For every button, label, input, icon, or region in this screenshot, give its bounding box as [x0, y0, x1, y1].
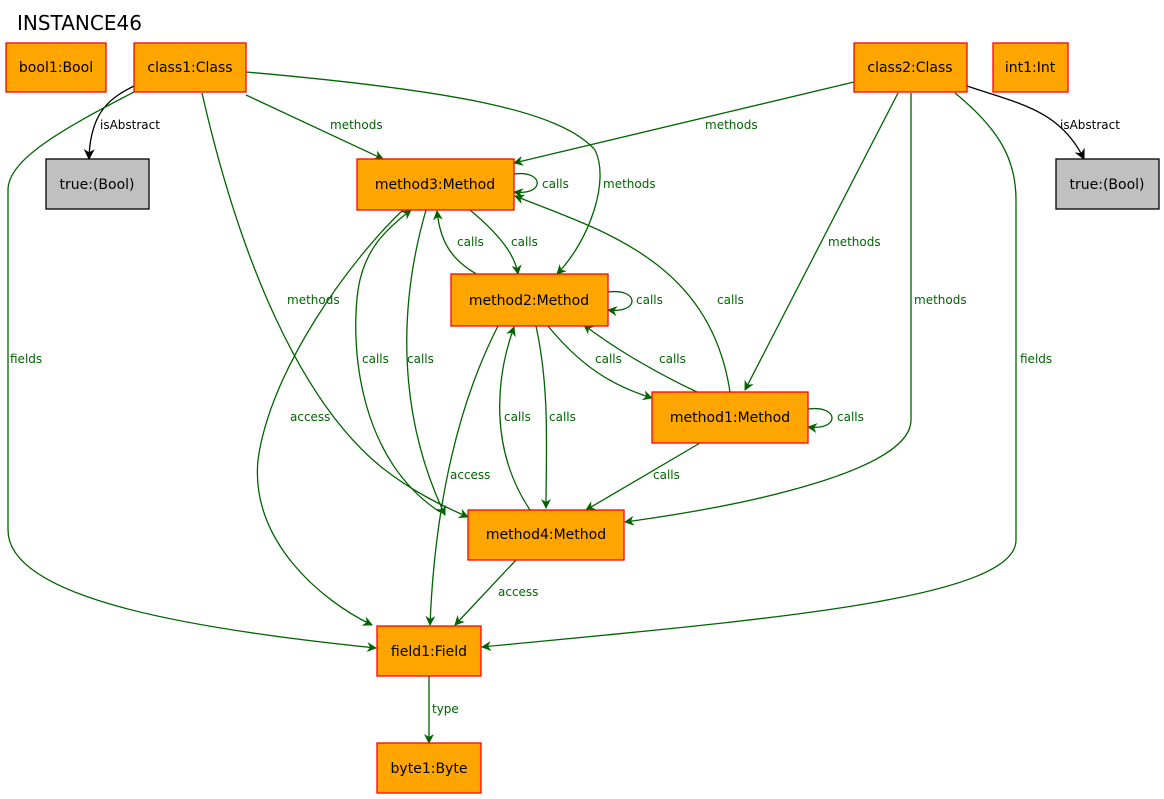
node-field1[interactable]: field1:Field — [376, 625, 482, 677]
edge-label-access: access — [498, 585, 538, 599]
edge-label-calls: calls — [511, 235, 538, 249]
edge-method3-calls-self — [513, 172, 538, 199]
node-method4[interactable]: method4:Method — [467, 509, 625, 561]
edges — [7, 71, 1085, 744]
edge-method3-calls-method4 — [406, 209, 446, 516]
node-label: class2:Class — [867, 60, 952, 76]
node-label: int1:Int — [1005, 60, 1056, 76]
edge-label-methods: methods — [603, 177, 656, 191]
edge-label-methods: methods — [705, 118, 758, 132]
edge-label-calls: calls — [717, 293, 744, 307]
edge-label-calls: calls — [457, 235, 484, 249]
node-true-right[interactable]: true:(Bool) — [1055, 158, 1160, 210]
edge-method4-calls-method3 — [355, 209, 441, 513]
node-method3[interactable]: method3:Method — [356, 158, 515, 211]
edge-class2-methods-method1 — [744, 92, 899, 391]
edge-class2-fields-field1 — [481, 92, 1017, 652]
node-class2[interactable]: class2:Class — [853, 42, 968, 93]
edge-class2-methods-method4 — [624, 93, 912, 526]
node-label: method1:Method — [670, 410, 790, 426]
node-true-left[interactable]: true:(Bool) — [45, 158, 150, 210]
node-label: field1:Field — [391, 644, 467, 660]
edge-class2-methods-method3 — [513, 81, 855, 166]
node-label: method4:Method — [486, 527, 606, 543]
edge-labels: isAbstract isAbstract methods methods me… — [10, 118, 1120, 716]
edge-label-methods: methods — [330, 118, 383, 132]
node-method2[interactable]: method2:Method — [450, 273, 609, 327]
edge-method2-access-field1 — [425, 325, 499, 626]
edge-label-calls: calls — [549, 410, 576, 424]
node-label: method2:Method — [469, 293, 589, 309]
node-int1[interactable]: int1:Int — [992, 42, 1069, 93]
edge-label-calls: calls — [659, 352, 686, 366]
edge-method2-calls-method3 — [432, 210, 481, 277]
edge-label-calls: calls — [837, 410, 864, 424]
edge-label-type: type — [432, 702, 459, 716]
edge-method1-calls-self — [807, 407, 833, 434]
node-label: bool1:Bool — [19, 60, 93, 76]
edge-label-fields: fields — [10, 352, 42, 366]
nodes: bool1:Bool class1:Class class2:Class int… — [5, 42, 1160, 794]
edge-method2-calls-self — [607, 290, 633, 317]
edge-label-methods: methods — [287, 293, 340, 307]
edge-method4-access-field1 — [454, 559, 517, 626]
node-bool1[interactable]: bool1:Bool — [5, 42, 107, 93]
edge-label-calls: calls — [595, 352, 622, 366]
node-label: true:(Bool) — [1070, 177, 1145, 193]
edge-method4-calls-method2 — [499, 326, 531, 511]
edge-class2-isabstract — [966, 85, 1085, 160]
edge-label-calls: calls — [407, 352, 434, 366]
edge-class1-methods-method2 — [245, 71, 601, 275]
node-byte1[interactable]: byte1:Byte — [376, 742, 482, 794]
edge-label-calls: calls — [636, 293, 663, 307]
edge-label-fields: fields — [1020, 352, 1052, 366]
node-method1[interactable]: method1:Method — [651, 391, 809, 444]
edge-label-calls: calls — [653, 468, 680, 482]
node-label: true:(Bool) — [60, 177, 135, 193]
edge-label-access: access — [450, 468, 490, 482]
edge-label-methods: methods — [828, 235, 881, 249]
edge-class1-methods-method4 — [201, 92, 469, 519]
edge-method3-calls-method2 — [469, 209, 522, 275]
edge-label-isabstract: isAbstract — [100, 118, 160, 132]
node-class1[interactable]: class1:Class — [133, 42, 247, 93]
diagram-title: INSTANCE46 — [17, 11, 142, 35]
edge-class1-isabstract — [83, 85, 135, 161]
edge-method1-calls-method2 — [583, 324, 698, 393]
node-label: byte1:Byte — [391, 761, 468, 777]
edge-class1-methods-method3 — [245, 94, 384, 160]
edge-class1-fields-field1 — [7, 89, 377, 653]
edge-label-isabstract: isAbstract — [1060, 118, 1120, 132]
edge-method2-calls-method4 — [535, 325, 552, 509]
edge-method2-calls-method1 — [547, 325, 653, 401]
edge-label-calls: calls — [542, 177, 569, 191]
node-label: class1:Class — [147, 60, 232, 76]
edge-method1-calls-method3 — [514, 194, 731, 393]
edge-label-access: access — [290, 410, 330, 424]
edge-label-calls: calls — [504, 410, 531, 424]
edge-method3-access-field1 — [256, 209, 404, 626]
edge-label-methods: methods — [914, 293, 967, 307]
edge-method1-calls-method4 — [585, 442, 701, 511]
node-label: method3:Method — [375, 177, 495, 193]
edge-label-calls: calls — [362, 352, 389, 366]
